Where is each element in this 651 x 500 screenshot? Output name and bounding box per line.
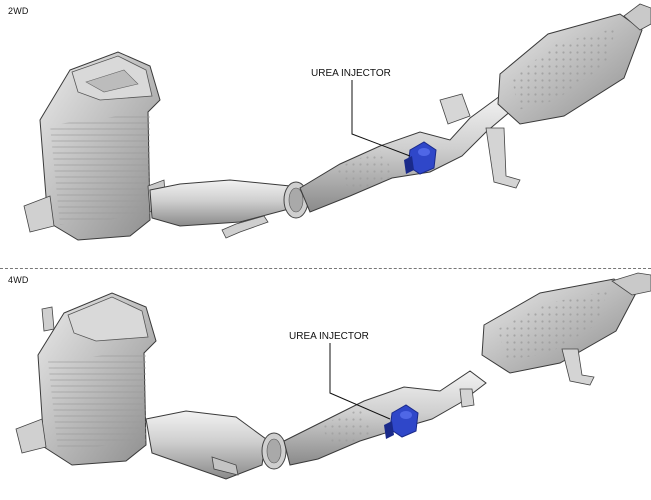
exhaust-system-4wd-illustration — [15, 272, 651, 480]
urea-injector-2wd — [404, 141, 437, 175]
catalytic-converter-2wd — [23, 51, 167, 241]
scr-canister-2wd — [497, 3, 651, 125]
front-exhaust-pipe-2wd — [149, 179, 309, 239]
scr-canister-4wd — [481, 272, 651, 386]
section-label-2wd: 2WD — [8, 6, 29, 16]
section-4wd: 4WD UREA INJECTOR — [0, 269, 651, 500]
front-exhaust-pipe-4wd — [145, 410, 287, 480]
urea-injector-4wd — [384, 404, 419, 439]
section-divider — [0, 268, 651, 269]
callout-leader-4wd — [329, 343, 391, 420]
section-2wd: 2WD UREA INJECTOR — [8, 3, 651, 241]
callout-label-urea-injector-2wd: UREA INJECTOR — [311, 68, 391, 79]
section-label-4wd: 4WD — [8, 275, 29, 285]
callout-label-urea-injector-4wd: UREA INJECTOR — [289, 331, 369, 342]
exhaust-system-2wd-illustration — [23, 3, 651, 241]
catalytic-converter-4wd — [15, 292, 157, 466]
callout-leader-2wd — [351, 80, 411, 157]
mixer-pipe-4wd — [283, 370, 487, 466]
